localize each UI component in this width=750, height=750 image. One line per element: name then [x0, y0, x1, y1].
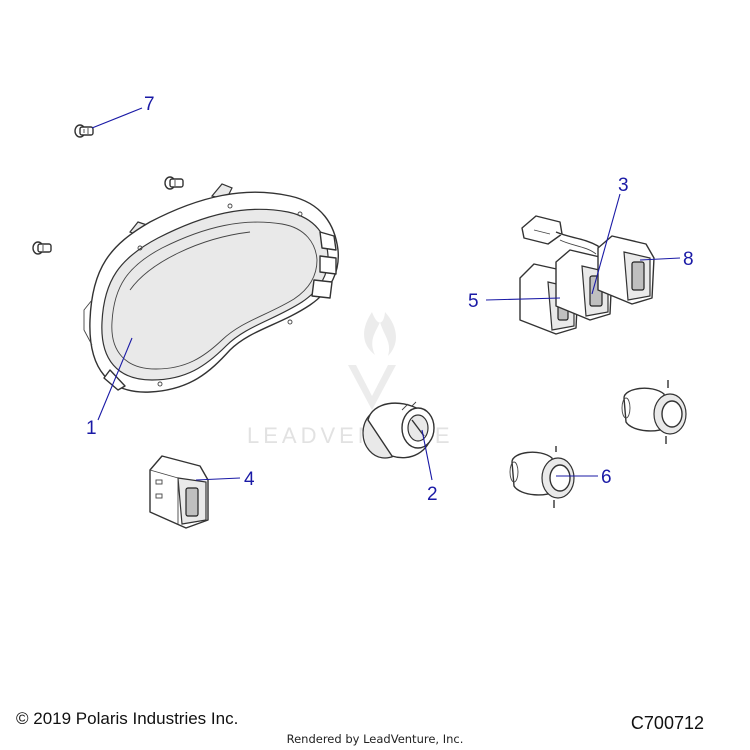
callout-1: 1	[86, 337, 133, 439]
callout-label-6: 6	[601, 467, 612, 488]
screw-part-7b	[164, 176, 184, 190]
callout-6: 6	[556, 467, 612, 488]
power-outlet-part-6b	[621, 380, 687, 444]
callout-label-3: 3	[618, 175, 629, 196]
callout-4: 4	[195, 469, 255, 490]
callout-2: 2	[421, 429, 438, 505]
power-outlet-part-6	[509, 446, 575, 508]
diagram-part-number: C700712	[630, 713, 704, 733]
ignition-switch-part-2	[362, 401, 435, 459]
callout-3: 3	[591, 175, 629, 295]
callout-label-5: 5	[468, 291, 479, 312]
callout-label-7: 7	[144, 94, 155, 115]
callout-7: 7	[91, 94, 155, 129]
callout-label-1: 1	[86, 418, 97, 439]
rendered-by-text: Rendered by LeadVenture, Inc.	[286, 732, 464, 746]
copyright-text: © 2019 Polaris Industries Inc.	[16, 709, 239, 728]
callout-label-8: 8	[683, 249, 694, 270]
callout-8: 8	[639, 249, 694, 270]
rocker-switch-part-4	[149, 455, 209, 529]
callout-label-4: 4	[244, 469, 255, 490]
callout-label-2: 2	[427, 484, 438, 505]
instrument-cluster-part-1	[83, 183, 339, 393]
screw-part-7c	[32, 241, 52, 255]
callout-5: 5	[468, 291, 561, 312]
switch-bank-parts-3-5-8	[519, 215, 655, 335]
screw-part-7	[74, 124, 94, 138]
